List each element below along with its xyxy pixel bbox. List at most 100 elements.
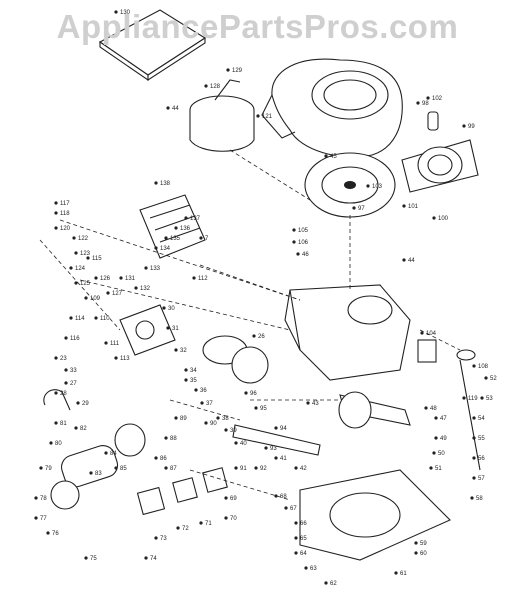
fastener-dot (154, 456, 158, 460)
callout-label: 32 (180, 348, 187, 354)
fastener-dot (166, 106, 170, 110)
fastener-dot (84, 296, 88, 300)
fastener-dot (74, 426, 78, 430)
callout-label: 53 (486, 396, 493, 402)
callout-label: 113 (120, 356, 130, 362)
fastener-dot (414, 551, 418, 555)
fastener-dot (432, 451, 436, 455)
callout-label: 78 (40, 496, 47, 502)
fastener-dot (294, 521, 298, 525)
gaskets (50, 467, 228, 516)
callout-label: 117 (60, 201, 70, 207)
fastener-dot (434, 416, 438, 420)
callout-label: 134 (160, 246, 171, 252)
fastener-dot (294, 536, 298, 540)
fastener-dot (54, 226, 58, 230)
callout-label: 43 (312, 401, 319, 407)
callout-label: 121 (262, 114, 273, 120)
callout-label: 30 (168, 306, 175, 312)
fastener-dot (34, 496, 38, 500)
callout-label: 135 (170, 236, 181, 242)
fastener-dot (264, 446, 268, 450)
fastener-dot (199, 236, 203, 240)
fastener-dot (76, 401, 80, 405)
callout-label: 110 (100, 316, 110, 322)
callout-label: 97 (358, 206, 365, 212)
callout-label: 131 (125, 276, 136, 282)
carburetor (119, 304, 176, 356)
fastener-dot (114, 356, 118, 360)
fastener-dot (162, 306, 166, 310)
fastener-dot (154, 181, 158, 185)
fastener-dot (254, 406, 258, 410)
callout-label: 101 (408, 204, 419, 210)
callout-label: 61 (400, 571, 407, 577)
callout-label: 55 (478, 436, 485, 442)
callout-label: 29 (82, 401, 89, 407)
callout-label: 123 (80, 251, 91, 257)
fastener-dot (429, 466, 433, 470)
callout-label: 72 (182, 526, 189, 532)
fastener-dot (366, 184, 370, 188)
fastener-dot (472, 456, 476, 460)
callout-label: 33 (70, 368, 77, 374)
fastener-dot (292, 240, 296, 244)
fastener-dot (86, 256, 90, 260)
fastener-dot (252, 334, 256, 338)
fastener-dot (176, 526, 180, 530)
dipstick (456, 349, 481, 471)
fastener-dot (306, 401, 310, 405)
callout-label: 93 (270, 446, 277, 452)
fastener-dot (134, 286, 138, 290)
fastener-dot (54, 356, 58, 360)
fastener-dot (304, 566, 308, 570)
fastener-dot (274, 426, 278, 430)
callout-label: 26 (258, 334, 265, 340)
fastener-dot (324, 154, 328, 158)
fastener-dot (144, 266, 148, 270)
fastener-dot (480, 396, 484, 400)
fastener-dot (184, 216, 188, 220)
callout-label: 89 (180, 416, 187, 422)
fastener-dot (472, 436, 476, 440)
callout-label: 119 (468, 396, 478, 402)
callout-label: 34 (190, 368, 197, 374)
muffler (43, 389, 119, 488)
fastener-dot (432, 216, 436, 220)
callout-label: 42 (300, 466, 307, 472)
starter-assembly (189, 79, 255, 152)
fastener-dot (292, 228, 296, 232)
fastener-dot (54, 391, 58, 395)
fastener-dot (226, 68, 230, 72)
callout-label: 138 (160, 181, 171, 187)
callout-label: 41 (280, 456, 287, 462)
callout-label: 68 (280, 494, 287, 500)
fastener-dot (224, 516, 228, 520)
fastener-dot (74, 281, 78, 285)
blower-housing (261, 58, 403, 158)
fastener-dot (174, 348, 178, 352)
fastener-dot (234, 441, 238, 445)
fastener-dot (296, 252, 300, 256)
callout-labels: 1301281294412198102103991011001051064645… (40, 10, 497, 587)
callout-label: 35 (190, 378, 197, 384)
callout-label: 71 (205, 521, 212, 527)
callout-label: 65 (300, 536, 307, 542)
callout-label: 57 (478, 476, 485, 482)
fastener-dot (174, 416, 178, 420)
callout-label: 67 (290, 506, 297, 512)
callout-label: 27 (70, 381, 77, 387)
callout-label: 49 (440, 436, 447, 442)
callout-label: 59 (420, 541, 427, 547)
engine-block (284, 284, 437, 381)
callout-label: 125 (80, 281, 91, 287)
callout-label: 126 (100, 276, 111, 282)
fastener-dot (39, 466, 43, 470)
callout-label: 122 (78, 236, 89, 242)
fastener-dot (402, 204, 406, 208)
fastener-dot (204, 84, 208, 88)
callout-label: 128 (210, 84, 221, 90)
callout-label: 86 (160, 456, 167, 462)
callout-label: 136 (180, 226, 191, 232)
